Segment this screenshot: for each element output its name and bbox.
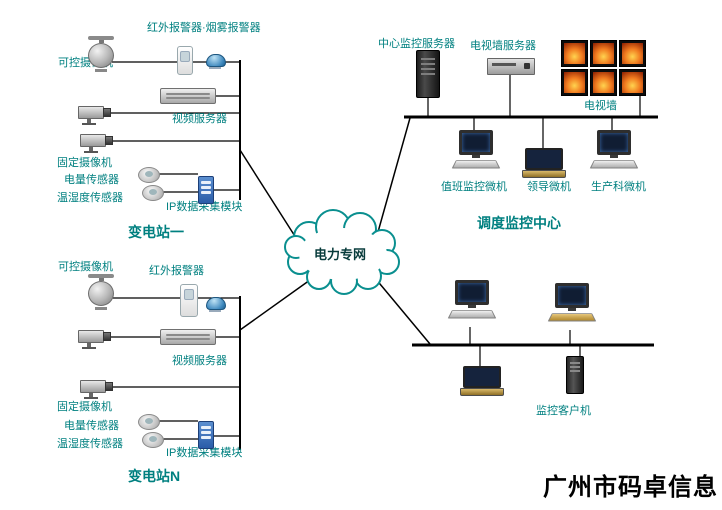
s1-box-camera-icon [78,104,111,126]
sn-humiture-sensor-label: 温湿度传感器 [57,438,123,450]
sn-infrared-alarm-icon [180,284,198,317]
s1-infrared-alarm-icon [177,46,193,75]
cc-leader-pc-icon [522,148,566,178]
s1-power-sensor-label: 电量传感器 [64,174,119,186]
client-tower-icon [566,356,584,394]
s1-humiture-sensor-label: 温湿度传感器 [57,192,123,204]
cc-tvwall-label: 电视墙 [584,100,617,112]
cc-duty-pc-label: 值班监控微机 [441,181,507,193]
company-watermark: 广州市码卓信息 [543,474,718,501]
sn-fixed-camera-icon [80,378,113,400]
s1-video-server-label: 视频服务器 [172,113,227,125]
cloud-network-label: 电力专网 [314,247,367,262]
cc-title: 调度监控中心 [477,215,561,231]
sn-fixed-camera-label: 固定摄像机 [57,401,112,413]
client-laptop-icon [460,366,504,396]
sn-smoke-alarm-icon [206,297,226,312]
sn-box-camera-icon [78,328,111,350]
sn-video-server-label: 视频服务器 [172,355,227,367]
sn-ptz-label: 可控摄像机 [58,261,113,273]
cc-tvwall-icon [561,40,646,96]
cc-tvwall-server-label: 电视墙服务器 [470,40,536,52]
s1-humiture-sensor-icon [142,185,164,201]
sn-power-sensor-label: 电量传感器 [64,420,119,432]
sn-ip-module-icon [198,421,214,449]
cloud-shape [284,209,400,295]
sn-power-sensor-icon [138,414,160,430]
sn-ptz-camera-icon [86,274,116,310]
cc-tvwall-server-icon [487,58,535,75]
s1-ptz-camera-icon [86,36,116,72]
sn-ip-module-label: IP数据采集模块 [166,447,243,459]
s1-alarm-pair-label: 红外报警器·烟雾报警器 [147,22,261,34]
sn-video-server-icon [160,329,216,345]
client-pc-1-icon [447,280,497,319]
cc-production-pc-icon [589,130,639,169]
sn-title: 变电站N [128,468,181,484]
sn-ir-alarm-label: 红外报警器 [149,265,204,277]
clients-label: 监控客户机 [536,405,591,417]
s1-power-sensor-icon [138,167,160,183]
cc-central-server-icon [416,50,440,98]
s1-ip-module-icon [198,176,214,204]
s1-fixed-camera-icon [80,132,113,154]
sn-humiture-sensor-icon [142,432,164,448]
s1-fixed-camera-label: 固定摄像机 [57,157,112,169]
s1-smoke-alarm-icon [206,54,226,69]
cc-leader-pc-label: 领导微机 [527,181,571,193]
cc-duty-pc-icon [451,130,501,169]
cc-central-server-label: 中心监控服务器 [378,38,455,50]
client-pc-2-icon [547,283,597,322]
cc-production-pc-label: 生产科微机 [591,181,646,193]
s1-title: 变电站一 [128,224,184,240]
s1-ip-module-label: IP数据采集模块 [166,201,243,213]
s1-video-server-icon [160,88,216,104]
